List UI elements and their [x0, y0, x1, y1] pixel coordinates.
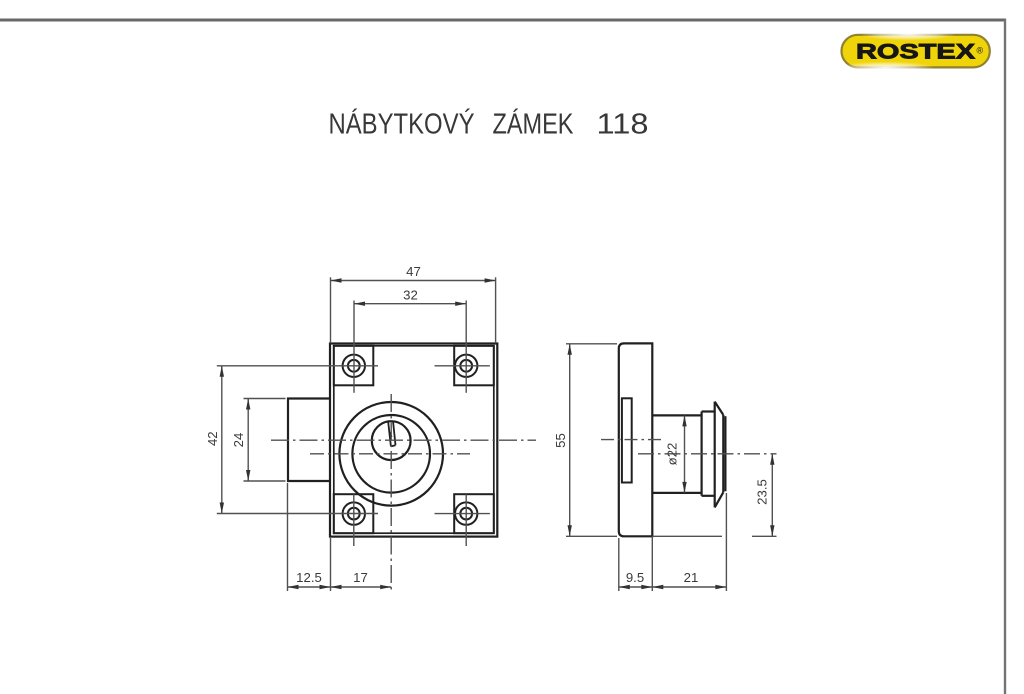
svg-text:17: 17	[353, 570, 368, 585]
svg-text:47: 47	[406, 264, 421, 279]
svg-text:21: 21	[684, 570, 699, 585]
svg-text:24: 24	[231, 433, 246, 448]
svg-text:ROSTEX: ROSTEX	[856, 40, 976, 64]
svg-text:23.5: 23.5	[755, 479, 770, 505]
svg-text:ø22: ø22	[665, 443, 680, 466]
svg-text:®: ®	[977, 46, 984, 56]
svg-text:42: 42	[205, 431, 220, 446]
svg-text:ZÁMEK: ZÁMEK	[493, 109, 574, 141]
svg-text:32: 32	[403, 288, 418, 303]
svg-text:55: 55	[553, 433, 568, 448]
svg-text:9.5: 9.5	[626, 570, 644, 585]
svg-text:118: 118	[597, 109, 649, 141]
svg-text:12.5: 12.5	[296, 570, 322, 585]
svg-text:NÁBYTKOVÝ: NÁBYTKOVÝ	[329, 109, 475, 141]
